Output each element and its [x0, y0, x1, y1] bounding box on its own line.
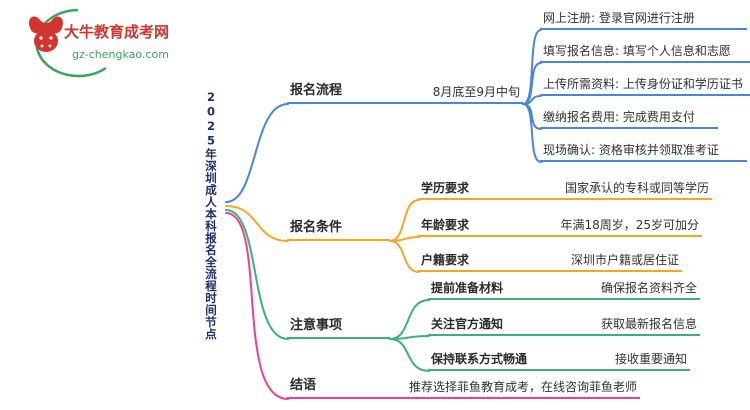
connector-conditions-row-1 — [389, 199, 420, 242]
branch-notes-label: 注意事项 — [290, 318, 343, 334]
site-logo: 大牛教育成考网 gz-chengkao.com — [8, 4, 193, 82]
logo-brand-text: 大牛教育成考网 — [64, 23, 170, 41]
logo-graphic — [29, 8, 107, 78]
connector-conditions-row-3 — [389, 240, 420, 273]
branch-conclusion-value: 推荐选择菲鱼教育成考，在线咨询菲鱼老师 — [408, 379, 637, 394]
conditions-row-3: 户籍要求 深圳市户籍或居住证 — [418, 252, 682, 272]
connector-root-conditions — [225, 205, 289, 242]
conditions-row-2-value: 年满18周岁，25岁可加分 — [560, 217, 699, 232]
notes-row-2-value: 获取最新报名信息 — [600, 316, 697, 331]
conditions-row-2: 年龄要求 年满18周岁，25岁可加分 — [418, 217, 702, 237]
conditions-row-3-value: 深圳市户籍或居住证 — [570, 252, 679, 267]
process-step-4-text: 缴纳报名费用: 完成费用支付 — [543, 109, 695, 124]
notes-row-2: 关注官方通知 获取最新报名信息 — [428, 316, 700, 336]
process-step-5: 现场确认: 资格审核并领取准考证 — [540, 142, 747, 162]
notes-row-3-value: 接收重要通知 — [614, 351, 687, 366]
notes-row-1-key: 提前准备材料 — [431, 280, 504, 295]
connector-root-notes — [225, 209, 289, 340]
branch-conditions-node: 报名条件 — [287, 220, 390, 241]
notes-row-3-key: 保持联系方式畅通 — [431, 351, 528, 366]
bull-nostril-left — [40, 44, 44, 48]
bull-horns-icon — [29, 16, 63, 34]
notes-row-1: 提前准备材料 确保报名资料齐全 — [428, 280, 700, 300]
branch-conclusion-node: 结语 推荐选择菲鱼教育成考，在线咨询菲鱼老师 — [287, 378, 640, 399]
conditions-row-3-key: 户籍要求 — [421, 252, 470, 267]
process-step-2-text: 填写报名信息: 填写个人信息和志愿 — [543, 43, 731, 58]
connector-notes-row-3 — [389, 338, 430, 372]
branch-conclusion-label: 结语 — [290, 378, 317, 394]
bull-nostril-right — [48, 44, 52, 48]
bull-eye-right — [49, 36, 53, 40]
bull-eye-left — [39, 36, 43, 40]
process-step-1: 网上注册: 登录官网进行注册 — [540, 10, 747, 30]
branch-conditions-label: 报名条件 — [290, 220, 343, 236]
logo-domain-text: gz-chengkao.com — [72, 48, 169, 61]
conditions-row-2-key: 年龄要求 — [421, 217, 470, 232]
connector-root-process — [225, 103, 289, 203]
notes-row-3: 保持联系方式畅通 接收重要通知 — [428, 351, 690, 371]
logo-arc — [35, 8, 107, 78]
branch-process-node: 报名流程 8月底至9月中旬 — [287, 83, 523, 104]
conditions-row-1-value: 国家承认的专科或同等学历 — [564, 180, 709, 195]
notes-row-1-value: 确保报名资料齐全 — [600, 280, 697, 295]
branch-process-label: 报名流程 — [290, 83, 343, 99]
branch-notes-node: 注意事项 — [287, 318, 390, 339]
connector-root-conclusion — [225, 212, 289, 400]
bull-head-icon — [34, 30, 58, 52]
process-step-4: 缴纳报名费用: 完成费用支付 — [540, 109, 718, 129]
connector-process-step-1 — [522, 29, 542, 105]
conditions-row-1-key: 学历要求 — [421, 180, 470, 195]
notes-row-2-key: 关注官方通知 — [431, 316, 504, 331]
process-step-3: 上传所需资料: 上传身份证和学历证书 — [540, 76, 750, 96]
connector-notes-row-1 — [389, 299, 430, 340]
mindmap-root-title: 2025年深圳成人本科报名全流程时间节点 — [204, 90, 218, 340]
conditions-row-1: 学历要求 国家承认的专科或同等学历 — [418, 180, 712, 200]
branch-process-time: 8月底至9月中旬 — [432, 84, 520, 99]
process-step-1-text: 网上注册: 登录官网进行注册 — [543, 10, 695, 25]
process-step-3-text: 上传所需资料: 上传身份证和学历证书 — [543, 76, 743, 91]
process-step-5-text: 现场确认: 资格审核并领取准考证 — [543, 142, 719, 157]
connector-process-step-5 — [522, 103, 542, 163]
process-step-2: 填写报名信息: 填写个人信息和志愿 — [540, 43, 750, 63]
